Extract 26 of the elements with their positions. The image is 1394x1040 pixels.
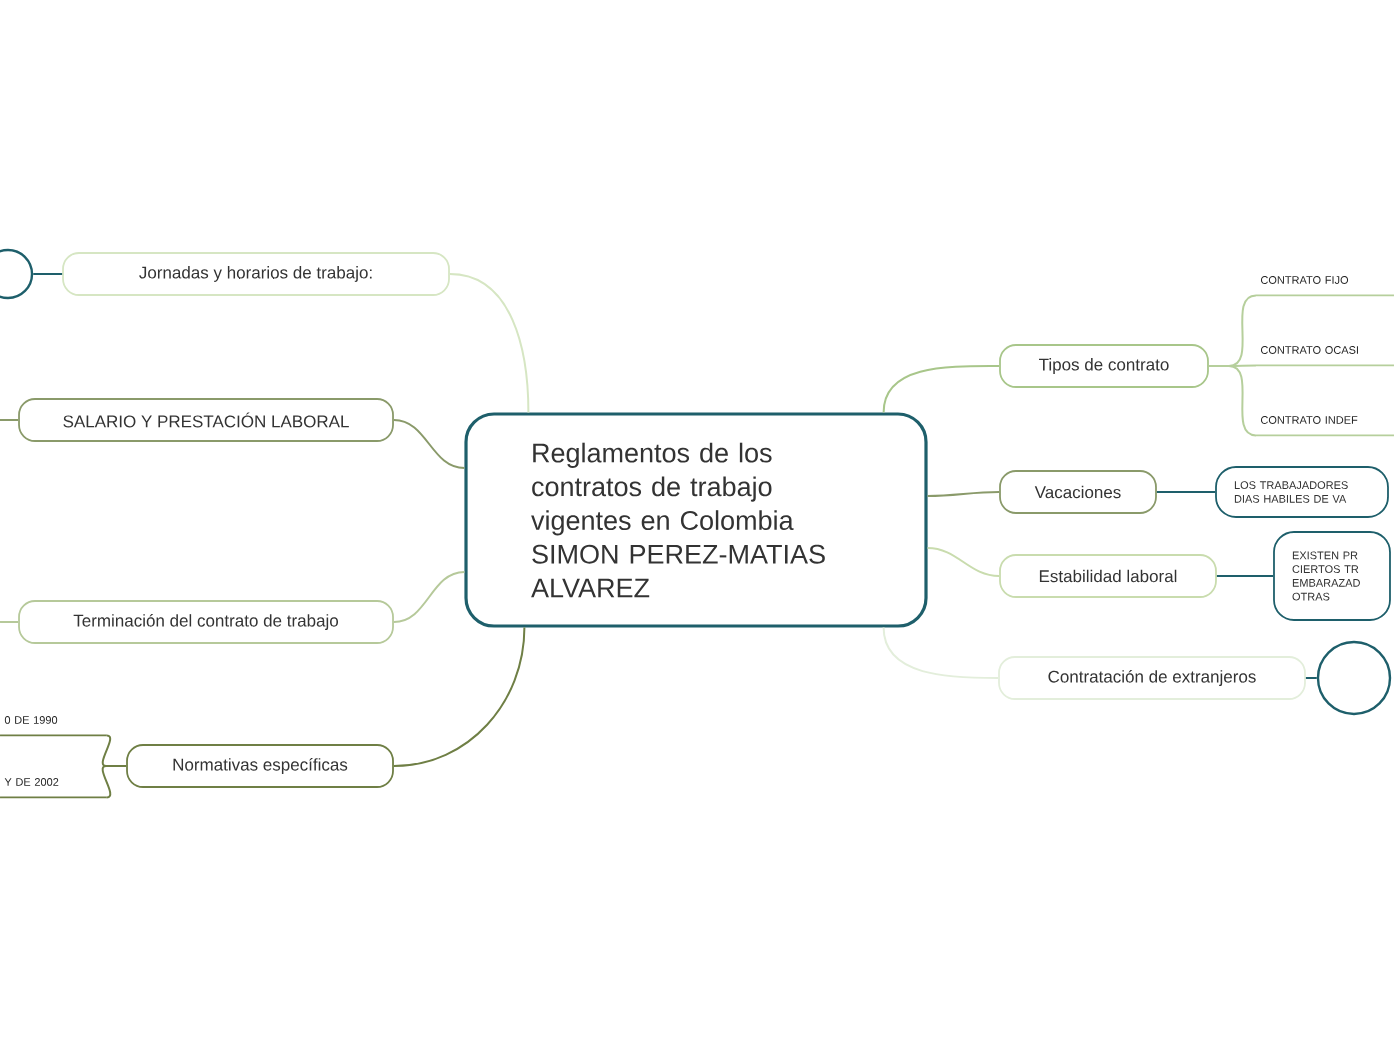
connector-line (926, 491, 1001, 497)
topic-box: SALARIO Y PRESTACIÓN LABORAL (18, 398, 394, 442)
connector-line (392, 419, 466, 469)
connector-line (1207, 365, 1257, 437)
central-topic-box: Reglamentos de los contratos de trabajo vigentes en Colombia SIMON PEREZ-MATIAS ALVAREZ (464, 412, 928, 628)
topic-box: Terminación del contrato de trabajo (18, 600, 394, 644)
connector-line (1215, 575, 1275, 577)
topic-box: Tipos de contrato (999, 344, 1209, 388)
connector-line (882, 365, 1001, 414)
connector-line (392, 571, 466, 623)
connector-line (926, 547, 1001, 577)
connector-line (101, 765, 128, 799)
connector-line (1155, 491, 1217, 493)
connector-line (32, 273, 64, 275)
topic-box: Estabilidad laboral (999, 554, 1217, 598)
topic-box: Jornadas y horarios de trabajo: (62, 252, 450, 296)
connector-line (448, 273, 530, 414)
connector-line (882, 626, 1000, 679)
connector-line (392, 626, 526, 767)
topic-box: Contratación de extranjeros (998, 656, 1306, 700)
connector-line (1304, 677, 1318, 679)
topic-circle (1316, 640, 1392, 716)
connector-line (0, 419, 20, 421)
connector-line (0, 621, 20, 623)
topic-box: Vacaciones (999, 470, 1157, 514)
topic-box: Normativas específicas (126, 744, 394, 788)
